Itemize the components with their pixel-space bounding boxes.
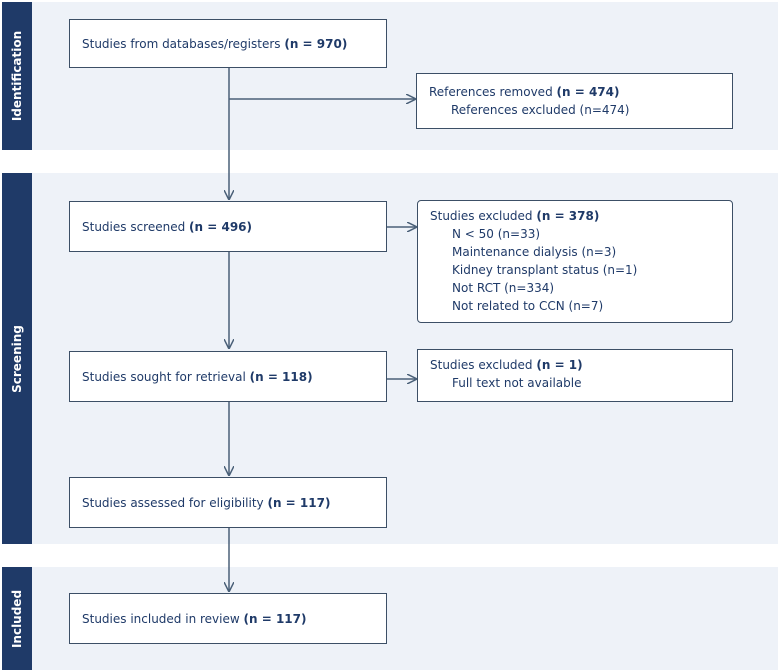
retrieval-box: Studies sought for retrieval (n = 118) [69, 351, 387, 402]
included-box: Studies included in review (n = 117) [69, 593, 387, 644]
screened-count: (n = 496) [189, 219, 253, 234]
excluded-screening-label: Studies excluded [430, 209, 537, 223]
removed-box: References removed (n = 474) References … [416, 73, 733, 129]
retrieval-label: Studies sought for retrieval [82, 369, 250, 384]
excluded-reason-item: N < 50 (n=33) [452, 227, 541, 241]
identification-phase-bar: Identification [2, 2, 32, 150]
included-box-label: Studies included in review [82, 611, 244, 626]
excluded-retrieval-reason: Full text not available [452, 376, 582, 390]
excluded-screening-count: (n = 378) [536, 209, 600, 223]
eligibility-count: (n = 117) [267, 495, 331, 510]
included-phase-bar: Included [2, 567, 32, 670]
screening-phase-bar: Screening [2, 173, 32, 544]
excluded-reason-item: Kidney transplant status (n=1) [452, 263, 638, 277]
excluded-reason-item: Not related to CCN (n=7) [452, 299, 604, 313]
excluded-retrieval-box: Studies excluded (n = 1) Full text not a… [417, 349, 733, 402]
screened-label: Studies screened [82, 219, 190, 234]
screened-box: Studies screened (n = 496) [69, 201, 387, 252]
eligibility-box: Studies assessed for eligibility (n = 11… [69, 477, 387, 528]
removed-label: References removed [429, 85, 557, 99]
eligibility-label: Studies assessed for eligibility [82, 495, 268, 510]
removed-reason: References excluded (n=474) [451, 103, 630, 117]
excluded-retrieval-label: Studies excluded [430, 358, 537, 372]
retrieval-count: (n = 118) [249, 369, 313, 384]
excluded-screening-box: Studies excluded (n = 378) N < 50 (n=33)… [417, 200, 733, 323]
included-box-count: (n = 117) [243, 611, 307, 626]
excluded-reason-item: Not RCT (n=334) [452, 281, 555, 295]
excluded-retrieval-count: (n = 1) [536, 358, 583, 372]
databases-box: Studies from databases/registers (n = 97… [69, 19, 387, 68]
removed-count: (n = 474) [556, 85, 620, 99]
databases-label: Studies from databases/registers [82, 36, 285, 51]
databases-count: (n = 970) [284, 36, 348, 51]
excluded-reason-item: Maintenance dialysis (n=3) [452, 245, 617, 259]
